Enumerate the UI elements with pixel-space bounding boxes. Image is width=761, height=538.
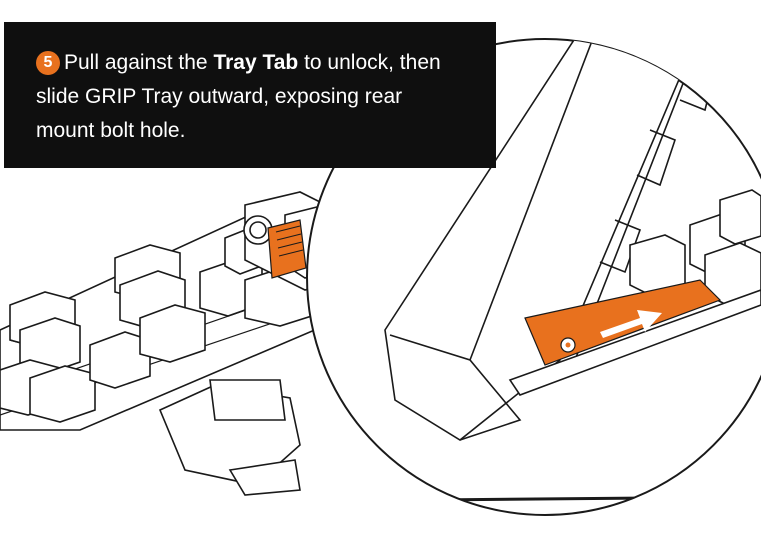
tab-ridges (275, 225, 304, 257)
tray-tab-term: Tray Tab (213, 51, 299, 74)
mount-block (158, 379, 301, 496)
grip-pads (0, 225, 319, 423)
slide-arrow-icon (600, 310, 662, 338)
zoom-detail (306, 38, 761, 516)
instruction-line-3: mount bolt hole. (36, 119, 186, 142)
step-number-badge: 5 (36, 51, 60, 75)
instruction-text-before: Pull against the (64, 51, 214, 74)
instruction-line-2: slide GRIP Tray outward, exposing rear (36, 85, 403, 108)
tray-tab-highlight (267, 219, 307, 279)
instruction-text-after: to unlock, then (298, 51, 441, 74)
